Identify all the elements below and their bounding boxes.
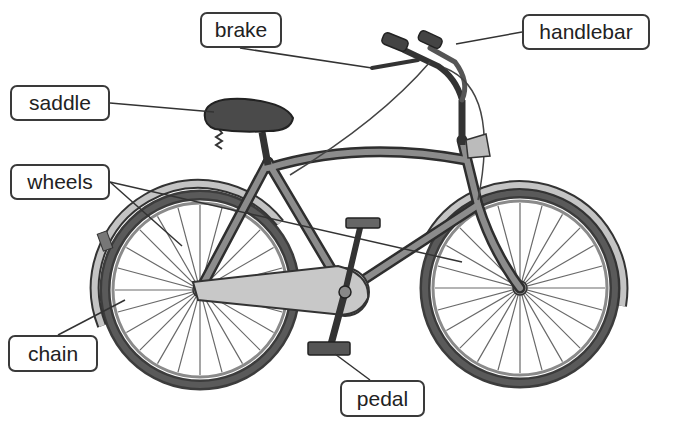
brake-label: brake (200, 12, 282, 48)
wheels-label: wheels (10, 164, 110, 200)
handlebar-shape (404, 50, 462, 100)
front-fender (430, 185, 623, 306)
handlebar-label: handlebar (522, 14, 650, 50)
leader-lines (58, 32, 522, 380)
chain-label: chain (8, 335, 98, 372)
frame-outline (200, 140, 520, 292)
label-text: brake (215, 18, 268, 42)
pedal-shape (346, 218, 380, 228)
pedal-shape (308, 342, 350, 355)
brake-lever (372, 60, 418, 68)
saddle-shape (205, 99, 293, 132)
handlebar-shape (430, 48, 465, 100)
reflector (97, 231, 113, 251)
label-text: chain (28, 342, 78, 366)
crank (330, 292, 345, 348)
stem (459, 100, 466, 145)
label-text: wheels (27, 170, 92, 194)
saddle-label: saddle (10, 85, 110, 121)
grip (381, 32, 410, 53)
label-text: pedal (357, 387, 408, 411)
brake-cable (290, 62, 430, 175)
frame (200, 140, 520, 292)
crank-axle (339, 286, 351, 298)
lamp (466, 134, 490, 158)
grip (417, 29, 443, 49)
label-text: handlebar (539, 20, 632, 44)
label-text: saddle (29, 91, 91, 115)
brake-cable (445, 68, 484, 200)
front-fender-fill (430, 185, 623, 306)
seat-post (262, 132, 268, 165)
pedal-label: pedal (340, 380, 425, 417)
saddle-spring (216, 128, 222, 149)
